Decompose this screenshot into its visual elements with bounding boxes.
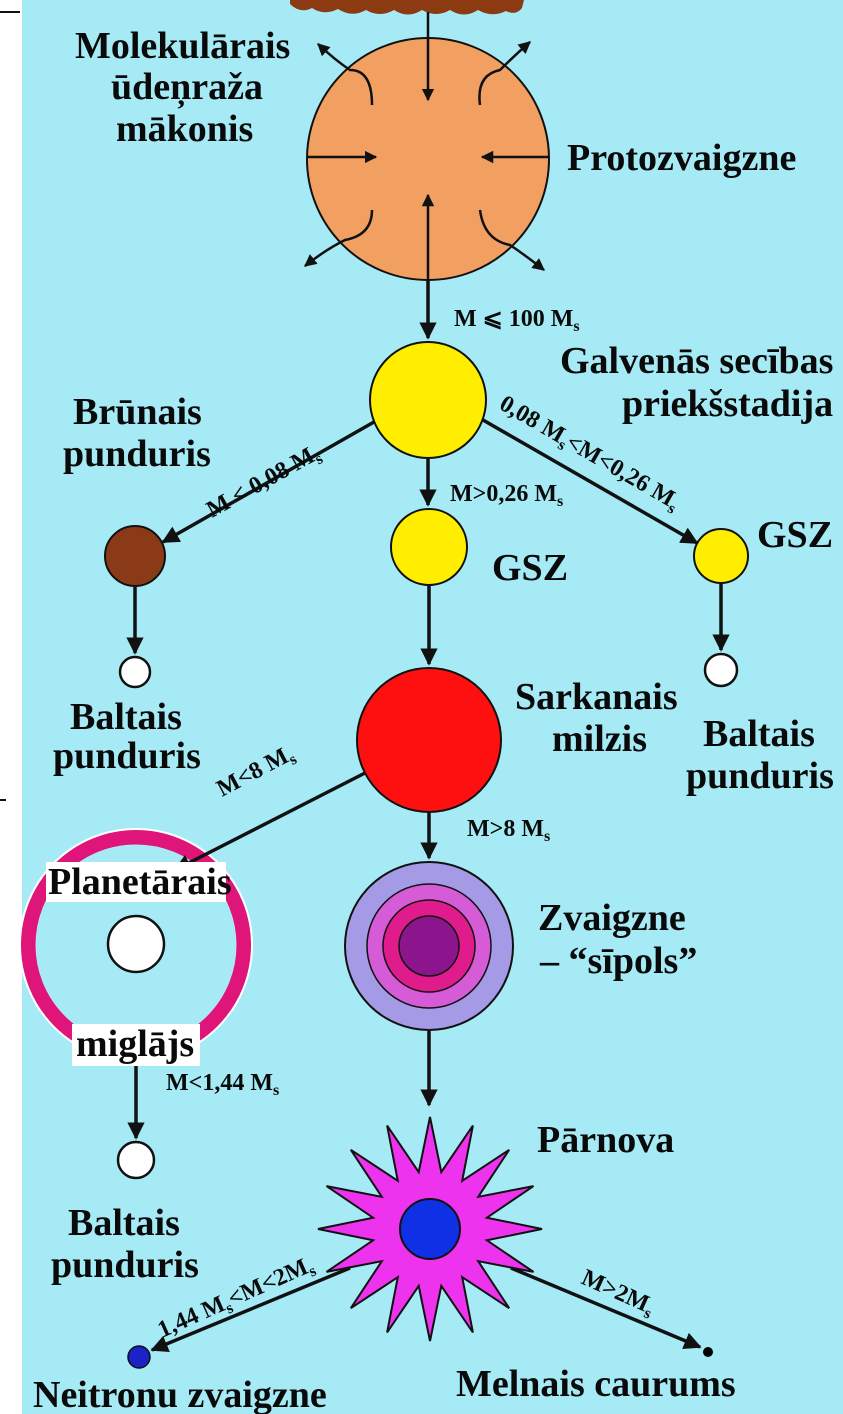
label-red-giant-line2: milzis bbox=[552, 718, 647, 760]
white-dwarf-right bbox=[705, 654, 737, 686]
label-white-dwarf-right-line2: punduris bbox=[686, 755, 834, 797]
main-sequence-star-right bbox=[694, 529, 748, 583]
label-white-dwarf-left-line1: Baltais bbox=[70, 696, 182, 738]
label-gsz-right: GSZ bbox=[757, 514, 833, 556]
brown-dwarf bbox=[105, 526, 165, 586]
main-sequence-star-center bbox=[391, 509, 467, 585]
label-pre-main-line2: priekšstadija bbox=[622, 383, 833, 425]
label-cloud-line2: ūdeņraža bbox=[111, 66, 263, 109]
label-black-hole: Melnais caurums bbox=[456, 1363, 736, 1405]
cond-m-lt-144: M<1,44 Ms bbox=[166, 1070, 279, 1099]
label-onion-line1: Zvaigzne bbox=[538, 897, 686, 939]
label-white-dwarf-bottom-line2: punduris bbox=[51, 1244, 199, 1286]
red-giant bbox=[357, 668, 501, 812]
onion-star bbox=[345, 862, 513, 1030]
label-onion-line2: – “sīpols” bbox=[539, 940, 697, 982]
label-brown-dwarf-line2: punduris bbox=[63, 433, 211, 475]
label-white-dwarf-bottom-line1: Baltais bbox=[68, 1202, 180, 1244]
cond-m-gt-8: M>8 Ms bbox=[467, 816, 550, 845]
cond-m-le-100: M ⩽ 100 Ms bbox=[454, 306, 580, 335]
neutron-star bbox=[128, 1346, 150, 1368]
label-planetary-line1: Planetārais bbox=[48, 861, 232, 903]
supernova-core bbox=[400, 1199, 460, 1259]
label-pre-main-line1: Galvenās secības bbox=[560, 340, 833, 382]
label-white-dwarf-right-line1: Baltais bbox=[703, 713, 815, 755]
label-cloud-line3: mākonis bbox=[116, 108, 253, 150]
label-white-dwarf-left-line2: punduris bbox=[53, 735, 201, 777]
label-cloud-line1: Molekulārais bbox=[75, 25, 290, 67]
black-hole bbox=[703, 1347, 713, 1357]
label-neutron-star: Neitronu zvaigzne bbox=[33, 1374, 327, 1414]
label-brown-dwarf-line1: Brūnais bbox=[73, 391, 202, 433]
white-dwarf-left bbox=[120, 657, 150, 687]
planetary-nebula-core bbox=[108, 916, 164, 972]
label-protostar: Protozvaigzne bbox=[567, 137, 796, 179]
label-planetary-line2: miglājs bbox=[76, 1023, 194, 1065]
white-dwarf-bottom bbox=[118, 1142, 154, 1178]
pre-main-sequence-star bbox=[370, 342, 486, 458]
label-supernova: Pārnova bbox=[537, 1119, 674, 1161]
cond-m-gt-026: M>0,26 Ms bbox=[450, 481, 563, 510]
label-red-giant-line1: Sarkanais bbox=[515, 676, 678, 718]
label-gsz-center: GSZ bbox=[492, 547, 568, 589]
